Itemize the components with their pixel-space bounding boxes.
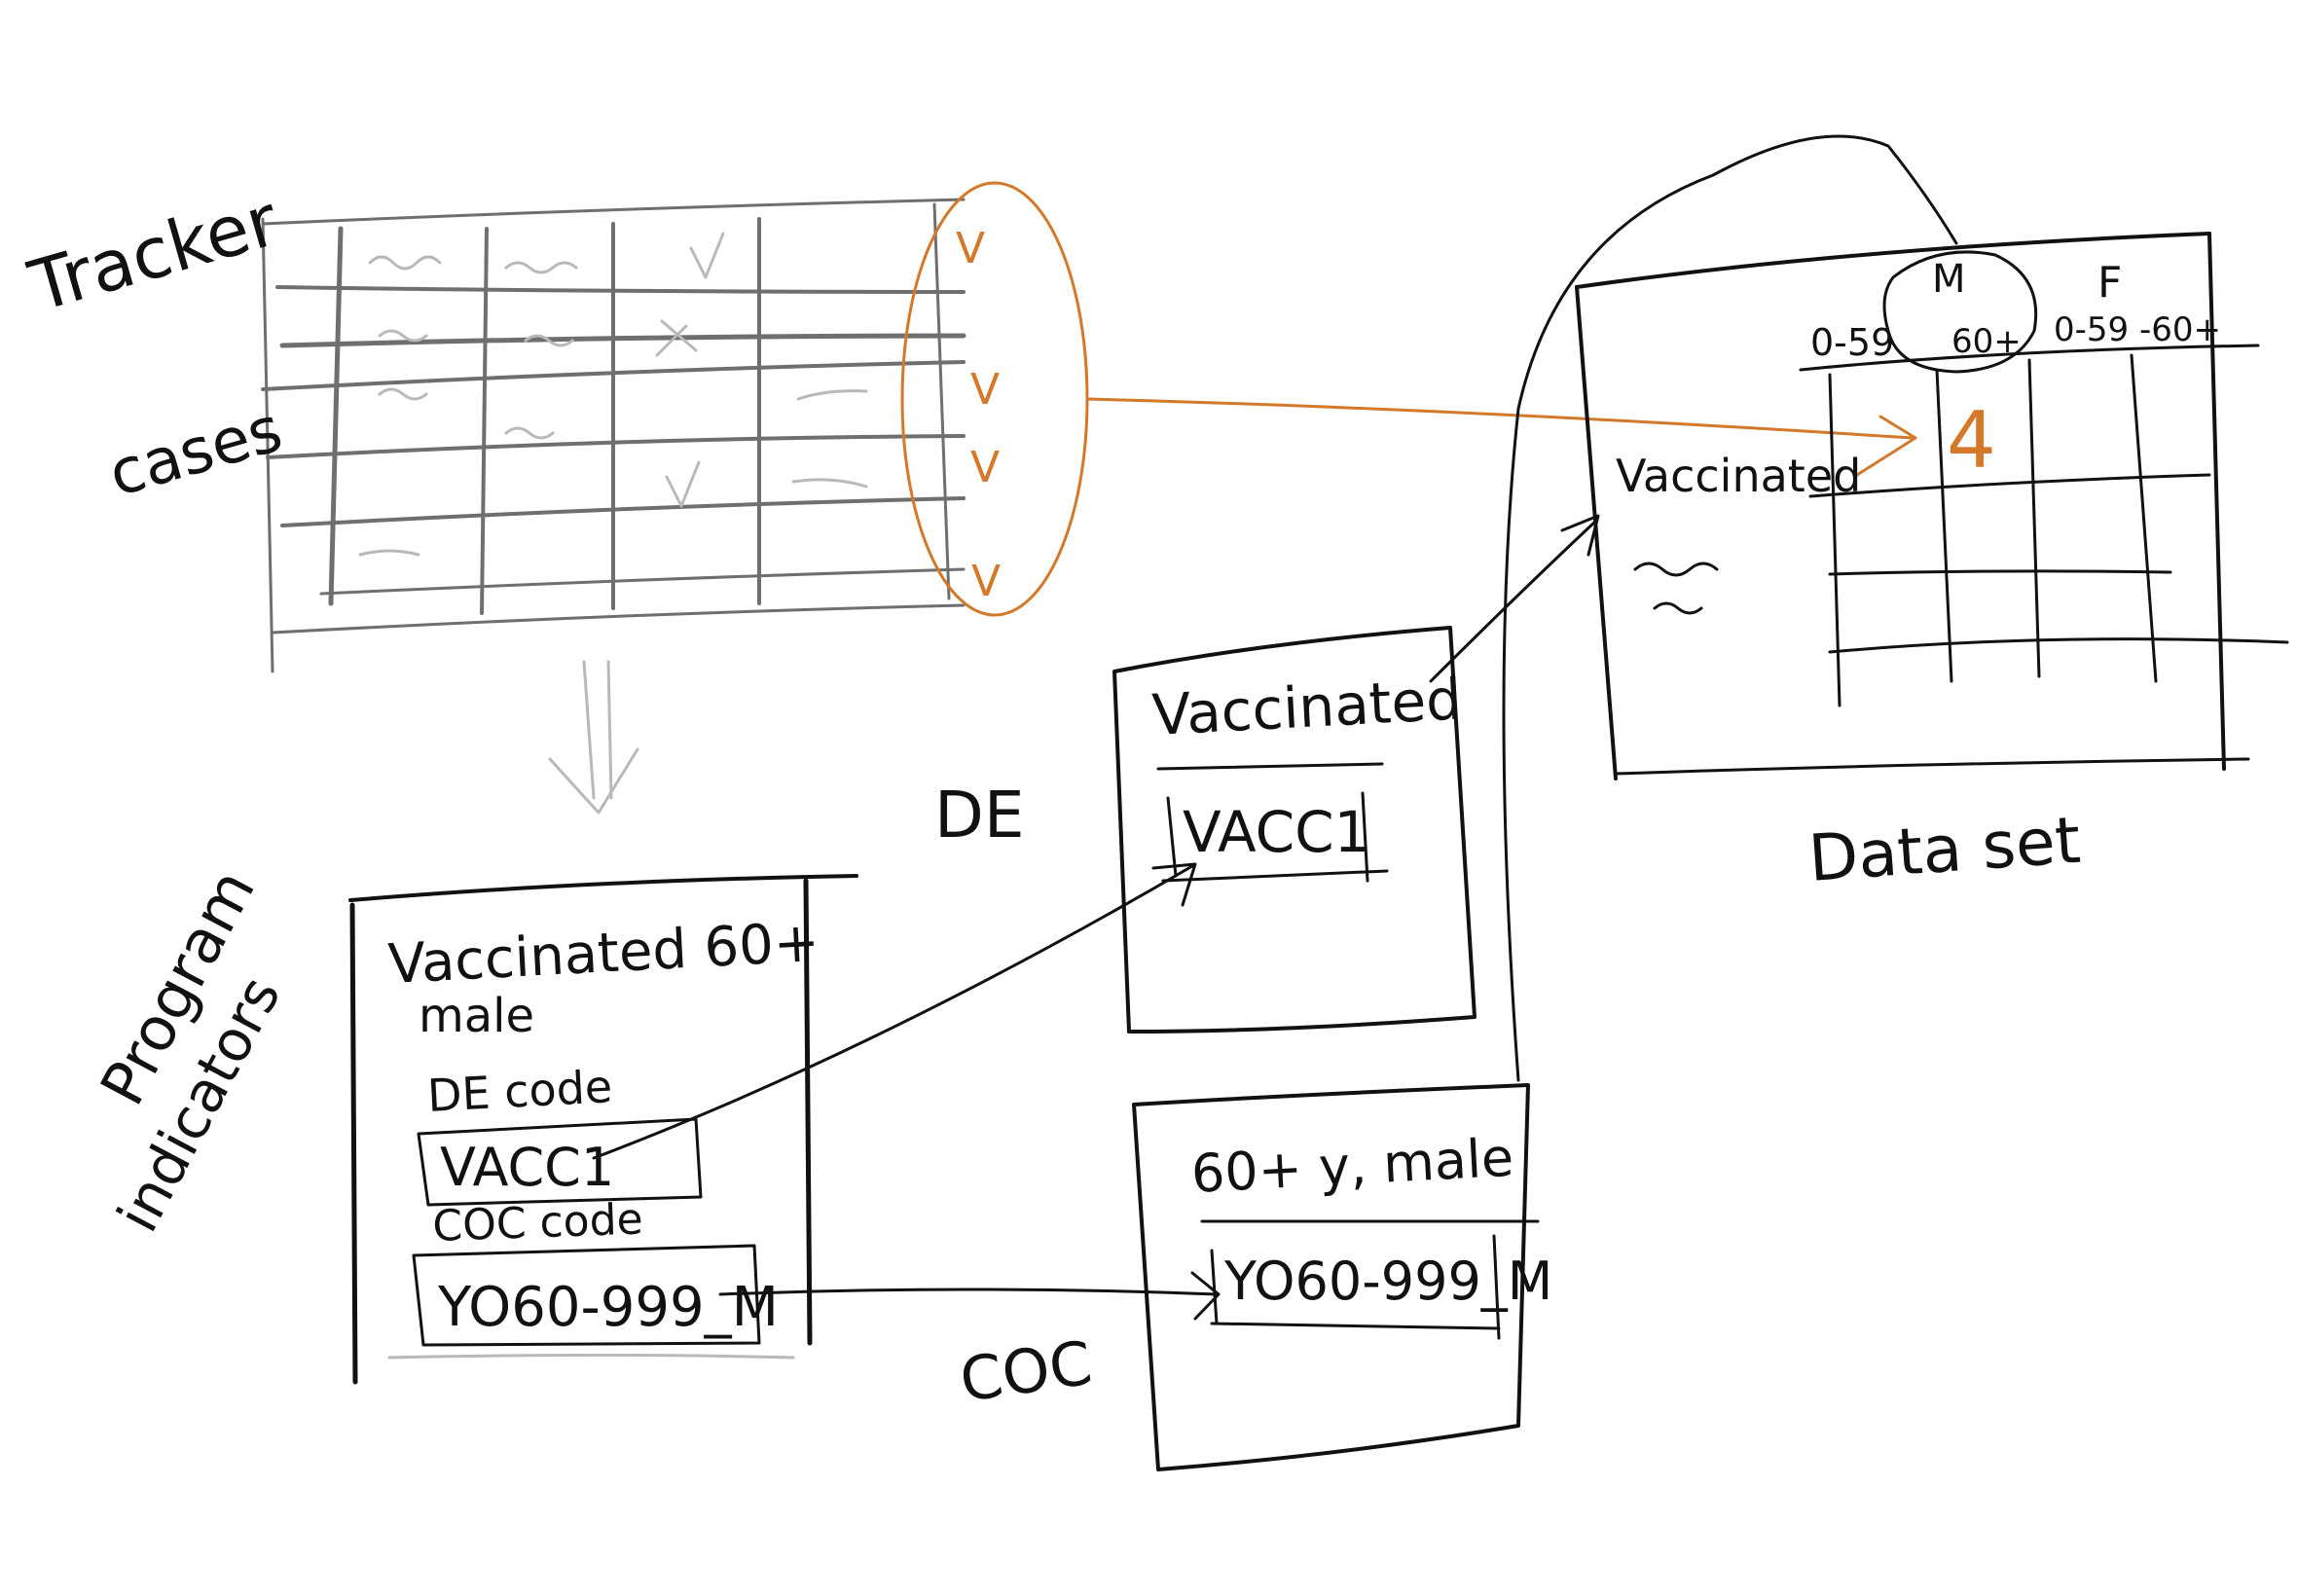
tracker-highlight: V V V V: [900, 181, 1917, 617]
data-element-name: Vaccinated: [1150, 666, 1463, 748]
data-element-code: VACC1: [1183, 799, 1370, 865]
program-indicator-title: Vaccinated 60+: [386, 911, 820, 997]
cases-label: cases: [101, 394, 290, 512]
coc-card: [1132, 1083, 1540, 1471]
de-code-value: VACC1: [440, 1137, 614, 1198]
de-code-label: DE code: [426, 1060, 614, 1122]
tracker-check: V: [970, 365, 1000, 415]
data-set-value: 4: [1947, 395, 1996, 486]
data-set-m-sub-1: 0-59: [1810, 321, 1894, 364]
tracker-check: V: [956, 224, 985, 273]
data-set-form: [1575, 232, 2289, 780]
down-arrow: [548, 660, 639, 815]
coc-code-box: [412, 1244, 761, 1347]
tracker-check: V: [971, 557, 1001, 606]
de-side-label: DE: [934, 778, 1025, 852]
program-indicator-title-line2: male: [419, 989, 534, 1043]
arrow-coc-code-to-coc: [718, 1271, 1221, 1321]
arrow-de-code-to-de: [592, 862, 1197, 1160]
coc-code: YO60-999_M: [1223, 1251, 1552, 1312]
tracker-cases-table: [261, 198, 966, 673]
coc-side-label: COC: [956, 1327, 1096, 1416]
orange-arrow: [1085, 397, 1914, 440]
coc-code-value: YO60-999_M: [437, 1276, 779, 1339]
program-indicator-card: [348, 874, 858, 1385]
coc-name: 60+ y, male: [1189, 1127, 1514, 1205]
data-element-card: [1112, 626, 1477, 1034]
data-set-m-sub-2: 60+: [1951, 322, 2022, 361]
de-code-box: [417, 1117, 703, 1207]
coc-code-label: COC code: [432, 1194, 644, 1251]
tracker-label: Tracker: [20, 179, 287, 328]
tracker-check: V: [970, 443, 1000, 492]
data-set-label: Data set: [1806, 803, 2083, 896]
arrow-coc-to-dataset: [1502, 134, 1958, 1082]
data-set-col-m: M: [1932, 257, 1966, 302]
data-set-col-f: F: [2097, 258, 2122, 308]
data-set-row-label: Vaccinated: [1616, 450, 1861, 502]
arrow-de-to-dataset: [1429, 514, 1600, 683]
data-set-f-sub: 0-59 -60+: [2054, 310, 2221, 349]
